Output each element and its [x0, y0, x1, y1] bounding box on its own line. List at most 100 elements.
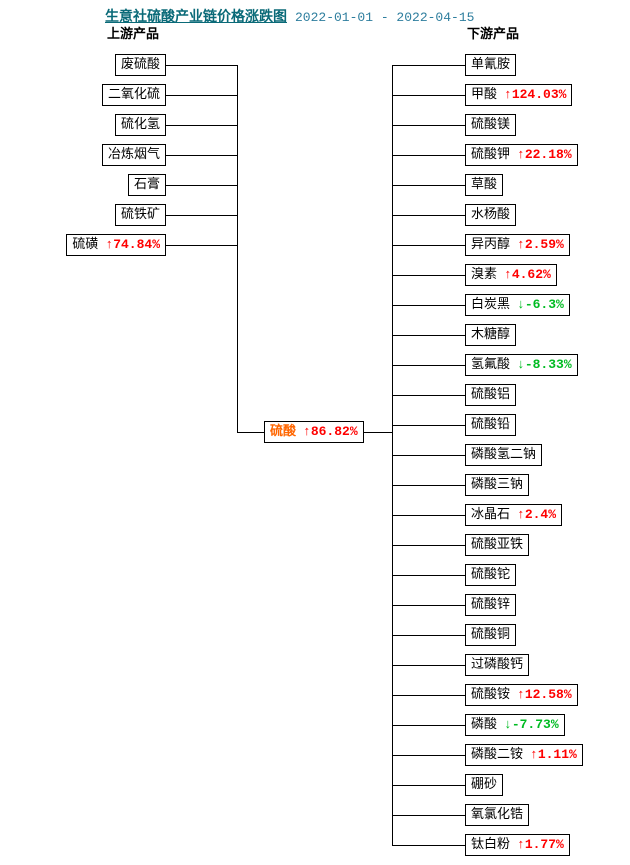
node-change: ↓-7.73%	[504, 717, 559, 732]
connector-line	[392, 335, 472, 336]
node-box-sulfuric-acid[interactable]: 硫酸↑86.82%	[264, 421, 364, 443]
node-label: 氧氯化锆	[471, 807, 524, 822]
connector-line	[150, 65, 238, 66]
node-box-left-5[interactable]: 硫铁矿	[114, 204, 166, 226]
node-label: 过磷酸钙	[471, 657, 524, 672]
node-box-right-24[interactable]: 硼砂	[465, 774, 504, 796]
node-label: 硫酸铅	[471, 417, 511, 432]
node-change: ↑86.82%	[303, 424, 358, 439]
node-label: 钛白粉	[471, 837, 511, 852]
node-box-right-5[interactable]: 水杨酸	[465, 204, 517, 226]
node-box-right-20[interactable]: 过磷酸钙	[465, 654, 530, 676]
connector-line	[392, 575, 472, 576]
node-box-right-4[interactable]: 草酸	[465, 174, 504, 196]
node-box-left-1[interactable]: 二氧化硫	[101, 84, 166, 106]
node-label: 冰晶石	[471, 507, 511, 522]
node-label: 硫磺	[72, 237, 99, 252]
node-box-left-2[interactable]: 硫化氢	[114, 114, 166, 136]
node-box-left-6[interactable]: 硫磺 ↑74.84%	[66, 234, 166, 256]
node-box-right-12[interactable]: 硫酸铅	[465, 414, 517, 436]
connector-line	[392, 815, 472, 816]
node-label: 水杨酸	[471, 207, 511, 222]
node-change: ↑12.58%	[517, 687, 572, 702]
connector-line	[392, 125, 472, 126]
connector-line	[150, 155, 238, 156]
connector-line	[392, 605, 472, 606]
node-label: 硫酸镁	[471, 117, 511, 132]
node-label: 磷酸氢二钠	[471, 447, 537, 462]
connector-line	[150, 215, 238, 216]
node-label: 磷酸	[471, 717, 498, 732]
node-box-right-15[interactable]: 冰晶石 ↑2.4%	[465, 504, 563, 526]
node-box-right-7[interactable]: 溴素↑4.62%	[465, 264, 557, 286]
node-box-right-19[interactable]: 硫酸铜	[465, 624, 517, 646]
connector-line	[392, 155, 472, 156]
node-box-right-6[interactable]: 异丙醇↑2.59%	[465, 234, 570, 256]
node-box-right-14[interactable]: 磷酸三钠	[465, 474, 530, 496]
node-label: 冶炼烟气	[107, 147, 160, 162]
connector-line	[392, 665, 472, 666]
node-change: ↑4.62%	[504, 267, 551, 282]
connector-line	[392, 305, 472, 306]
connector-line	[392, 185, 472, 186]
node-label: 甲酸	[471, 87, 498, 102]
node-box-right-17[interactable]: 硫酸铊	[465, 564, 517, 586]
downstream-column-label: 下游产品	[467, 27, 520, 42]
node-box-right-8[interactable]: 白炭黑↓-6.3%	[465, 294, 570, 316]
node-label: 硫酸铜	[471, 627, 511, 642]
connector-line	[392, 65, 472, 66]
node-box-right-26[interactable]: 钛白粉 ↑1.77%	[465, 834, 570, 856]
connector-line	[350, 432, 393, 433]
connector-line	[392, 545, 472, 546]
node-change: ↑1.11%	[530, 747, 577, 762]
node-box-right-18[interactable]: 硫酸锌	[465, 594, 517, 616]
connector-line	[392, 275, 472, 276]
node-box-right-0[interactable]: 单氰胺	[465, 54, 517, 76]
node-box-left-3[interactable]: 冶炼烟气	[101, 144, 166, 166]
connector-line	[392, 365, 472, 366]
node-box-right-21[interactable]: 硫酸铵↑12.58%	[465, 684, 578, 706]
node-label: 硫铁矿	[120, 207, 160, 222]
node-box-right-2[interactable]: 硫酸镁	[465, 114, 517, 136]
node-label: 硫酸亚铁	[471, 537, 524, 552]
node-box-right-22[interactable]: 磷酸 ↓-7.73%	[465, 714, 565, 736]
connector-line	[392, 515, 472, 516]
node-label: 草酸	[471, 177, 498, 192]
node-box-left-4[interactable]: 石膏	[127, 174, 166, 196]
node-box-right-16[interactable]: 硫酸亚铁	[465, 534, 530, 556]
node-label: 硫酸钾	[471, 147, 511, 162]
connector-line	[392, 215, 472, 216]
node-box-left-0[interactable]: 废硫酸	[114, 54, 166, 76]
node-label: 磷酸二铵	[471, 747, 524, 762]
node-box-right-23[interactable]: 磷酸二铵 ↑1.11%	[465, 744, 583, 766]
node-change: ↑74.84%	[105, 237, 160, 252]
node-box-right-25[interactable]: 氧氯化锆	[465, 804, 530, 826]
node-label: 硫酸锌	[471, 597, 511, 612]
node-change: ↑1.77%	[517, 837, 564, 852]
connector-line	[392, 395, 472, 396]
node-box-right-1[interactable]: 甲酸↑124.03%	[465, 84, 573, 106]
node-box-right-11[interactable]: 硫酸铝	[465, 384, 517, 406]
node-box-right-10[interactable]: 氢氟酸↓-8.33%	[465, 354, 578, 376]
node-box-right-9[interactable]: 木糖醇	[465, 324, 517, 346]
node-box-right-3[interactable]: 硫酸钾 ↑22.18%	[465, 144, 578, 166]
connector-line	[392, 755, 472, 756]
node-label: 硫酸铝	[471, 387, 511, 402]
node-label: 木糖醇	[471, 327, 511, 342]
connector-line	[150, 125, 238, 126]
node-label: 硫酸铊	[471, 567, 511, 582]
node-change: ↑2.4%	[517, 507, 557, 522]
connector-line	[392, 455, 472, 456]
node-box-right-13[interactable]: 磷酸氢二钠	[465, 444, 543, 466]
node-change: ↑2.59%	[517, 237, 564, 252]
connector-line	[237, 432, 277, 433]
connector-line	[392, 785, 472, 786]
node-change: ↑22.18%	[517, 147, 572, 162]
connector-line	[150, 95, 238, 96]
node-label: 石膏	[133, 177, 160, 192]
connector-line	[392, 485, 472, 486]
connector-line	[150, 185, 238, 186]
title-date-range: 2022-01-01 - 2022-04-15	[295, 10, 475, 25]
node-label: 氢氟酸	[471, 357, 511, 372]
